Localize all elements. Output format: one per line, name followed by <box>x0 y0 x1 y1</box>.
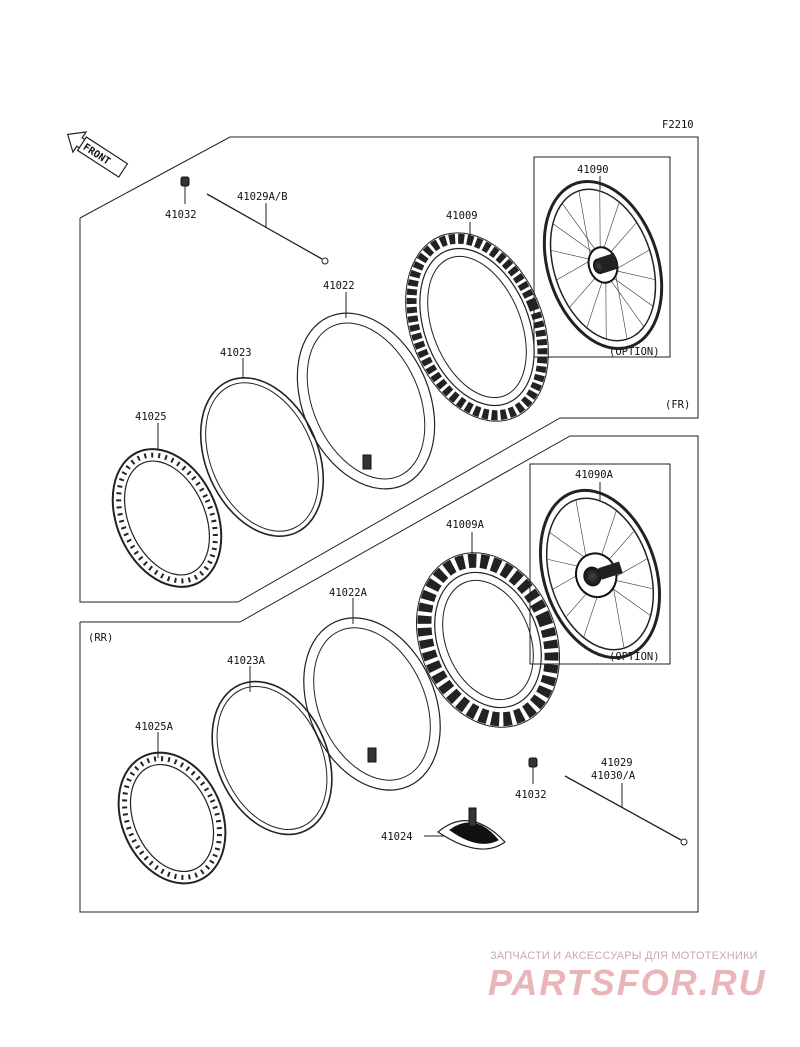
label-41009a: 41009A <box>446 519 485 531</box>
spoke-41029ab <box>206 193 329 265</box>
rear-wheel-41090a <box>538 488 662 660</box>
rim-band-41023a <box>211 680 333 836</box>
rear-option-label: (OPTION) <box>609 651 660 663</box>
valve-cap-41032-front <box>180 176 190 204</box>
label-41029ab: 41029A/B <box>237 191 288 203</box>
label-41029: 41029 <box>601 757 633 769</box>
rear-section-border <box>79 435 699 913</box>
label-41090: 41090 <box>577 164 609 176</box>
label-41025: 41025 <box>135 411 167 423</box>
tube-41022a <box>303 617 441 791</box>
front-section-label: (FR) <box>665 399 690 411</box>
label-41024: 41024 <box>381 831 413 843</box>
front-section-border <box>79 136 699 603</box>
label-41009: 41009 <box>446 210 478 222</box>
watermark-brand: PARTSFOR.RU <box>488 962 767 1003</box>
tube-valve-41022 <box>362 454 372 470</box>
label-41023: 41023 <box>220 347 252 359</box>
spoke-41029-41030a <box>564 775 688 846</box>
label-41090a: 41090A <box>575 469 614 481</box>
watermark-tagline: ЗАПЧАСТИ И АКСЕССУАРЫ ДЛЯ МОТОТЕХНИКИ <box>490 950 758 962</box>
rim-41025 <box>111 448 223 588</box>
valve-cap-41032-rear <box>528 757 538 784</box>
rear-section-label: (RR) <box>88 632 113 644</box>
front-tire-41009 <box>405 232 549 422</box>
figure-code: F2210 <box>662 119 694 131</box>
rim-band-41023 <box>199 377 325 537</box>
label-41030a: 41030/A <box>591 770 636 782</box>
rear-option-box <box>529 463 671 665</box>
front-wheel-41090 <box>542 179 664 351</box>
label-41022: 41022 <box>323 280 355 292</box>
label-41032-front: 41032 <box>165 209 197 221</box>
rim-lock-41024 <box>424 807 506 850</box>
label-41025a: 41025A <box>135 721 174 733</box>
label-41022a: 41022A <box>329 587 368 599</box>
label-41032-rear: 41032 <box>515 789 547 801</box>
rear-tire-41009a <box>416 552 560 728</box>
rim-41025a <box>117 751 227 885</box>
tube-41022 <box>296 312 436 490</box>
label-41023a: 41023A <box>227 655 266 667</box>
tube-valve-41022a <box>367 747 377 763</box>
front-option-box <box>533 156 671 358</box>
front-arrow-icon: FRONT <box>66 131 129 178</box>
